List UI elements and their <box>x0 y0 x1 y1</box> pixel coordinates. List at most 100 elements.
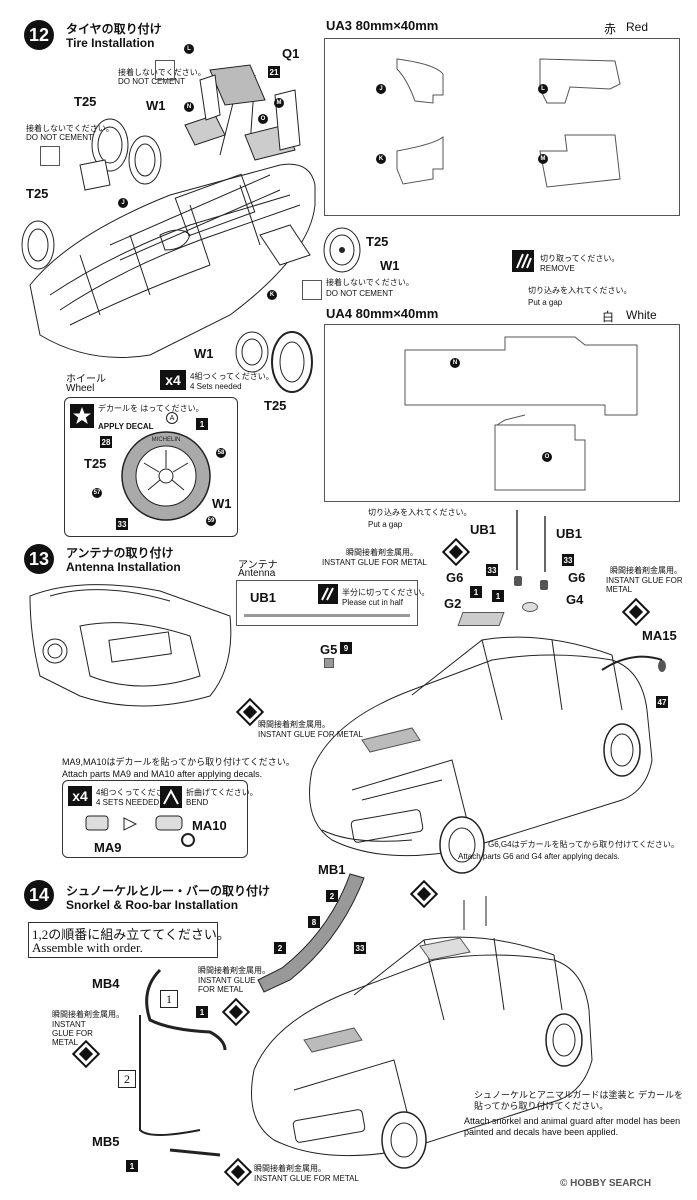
part-57: 57 <box>92 488 102 498</box>
no-cement-note-3-en: DO NOT CEMENT <box>326 289 393 298</box>
label-t25-detail: T25 <box>84 456 107 471</box>
part-j: J <box>118 198 128 208</box>
label-t25-c: T25 <box>366 234 389 249</box>
part-k: K <box>267 290 277 300</box>
part-1: 1 <box>196 418 208 430</box>
antenna-ub1: UB1 <box>250 590 277 605</box>
antenna-rod <box>244 614 410 617</box>
g-note-jp: G6,G4はデカールを貼ってから取り付けてください。 <box>488 840 679 849</box>
watermark: © HOBBY SEARCH <box>560 1178 651 1189</box>
part-58: 58 <box>216 448 226 458</box>
instant-glue-icon <box>441 537 471 567</box>
apply-decal-en: APPLY DECAL <box>98 422 154 431</box>
wheel-label-jp: ホイール <box>66 374 106 385</box>
glue-note-2-en: INSTANT GLUE FOR METAL <box>606 576 683 594</box>
part-1-mb5: 1 <box>126 1160 138 1172</box>
g5-part <box>324 658 334 668</box>
label-mb4: MB4 <box>92 976 120 991</box>
label-g5: G5 <box>320 642 338 657</box>
wheel-and-tire-bottom <box>235 331 313 393</box>
step-2-marker: 2 <box>118 1070 136 1088</box>
watermark-site: HOBBY SEARCH <box>570 1178 652 1189</box>
part-1-b: 1 <box>492 590 504 602</box>
step-13-badge: 13 <box>24 544 54 574</box>
snorkel-part <box>257 873 365 993</box>
glue-14-2-jp: 瞬間接着剤金属用。 <box>52 1010 124 1019</box>
ua4-color-en: White <box>626 308 657 322</box>
no-cement-note-2-en: DO NOT CEMENT <box>26 133 93 142</box>
step-12-title-en: Tire Installation <box>66 36 155 50</box>
part-1-roobar: 1 <box>196 1006 208 1018</box>
roo-bar-parts <box>139 968 227 1157</box>
part-21: 21 <box>268 66 280 78</box>
g-note-en: Attach parts G6 and G4 after applying de… <box>458 852 620 861</box>
sets-needed-jp: 4組つくってください。 <box>190 372 274 381</box>
wheel-label-en: Wheel <box>66 383 95 394</box>
watermark-copyright: © <box>560 1178 568 1189</box>
part-o: O <box>258 114 268 124</box>
label-w1-a: W1 <box>146 98 166 113</box>
glue-14-1-en: INSTANT GLUE FOR METAL <box>198 976 256 994</box>
g6-part-b <box>540 580 548 590</box>
step-13-title-en: Antenna Installation <box>66 560 181 574</box>
glue-14-3-jp: 瞬間接着剤金属用。 <box>254 1164 326 1173</box>
part-8: 8 <box>308 916 320 928</box>
ua3-title: UA3 80mm×40mm <box>326 18 439 33</box>
step-14-badge: 14 <box>24 880 54 910</box>
ua3-part-k: K <box>376 154 386 164</box>
glue-14-2-en: INSTANT GLUE FOR METAL <box>52 1020 93 1047</box>
step-13-title-jp: アンテナの取り付け <box>66 546 174 560</box>
label-w1-b: W1 <box>380 258 400 273</box>
ua3-sheet <box>324 38 680 216</box>
gap2-jp: 切り込みを入れてください。 <box>368 508 472 517</box>
order-en: Assemble with order. <box>32 940 143 955</box>
tire-brand-text: MICHELIN <box>152 437 181 443</box>
x4-badge: x4 <box>68 786 92 806</box>
ua4-color-jp: 白 <box>602 310 615 324</box>
no-cement-note-1-jp: 接着しないでください。 <box>118 68 206 77</box>
part-33-snorkel: 33 <box>354 942 366 954</box>
cut-jp: 半分に切ってください。 <box>342 588 430 597</box>
label-w1-c: W1 <box>194 346 214 361</box>
glue-14-3-en: INSTANT GLUE FOR METAL <box>254 1174 359 1183</box>
label-q1: Q1 <box>282 46 300 61</box>
ma-note-jp: MA9,MA10はデカールを貼ってから取り付けてください。 <box>62 757 295 767</box>
glue-note-3-jp: 瞬間接着剤金属用。 <box>258 720 330 729</box>
glue-note-1-en: INSTANT GLUE FOR METAL <box>322 558 427 567</box>
note-14-en: Attach snorkel and animal guard after mo… <box>464 1116 681 1137</box>
bend-jp: 折曲げてください。 <box>186 788 258 797</box>
order-box <box>28 922 218 958</box>
label-t25-a: T25 <box>74 94 97 109</box>
ua3-part-l: L <box>538 84 548 94</box>
note-14-jp: シュノーケルとアニマルガードは塗装と デカールを貼ってから取り付けてください。 <box>474 1090 684 1111</box>
label-ub1-b: UB1 <box>556 526 583 541</box>
antenna-rod-b <box>544 516 546 572</box>
x4-badge: x4 <box>160 370 186 390</box>
ma15-part <box>658 660 666 672</box>
wheel-detail-box <box>64 397 238 537</box>
part-33-a: 33 <box>486 564 498 576</box>
bend-en: BEND <box>186 798 209 807</box>
ma-sets-en: 4 SETS NEEDED <box>96 798 160 807</box>
antenna-label-en: Antenna <box>238 568 276 579</box>
antenna-label-jp: アンテナ <box>238 560 278 571</box>
cut-en: Please cut in half <box>342 598 403 607</box>
no-cement-icon <box>155 60 175 80</box>
part-n: N <box>184 102 194 112</box>
part-33: 33 <box>116 518 128 530</box>
ua4-part-n: N <box>450 358 460 368</box>
no-cement-note-1-en: DO NOT CEMENT <box>118 77 185 86</box>
step-1-marker: 1 <box>160 990 178 1008</box>
ma-parts-illustration <box>85 815 195 847</box>
car-main-drawing-14 <box>251 896 593 1169</box>
part-9: 9 <box>340 642 352 654</box>
label-ma10: MA10 <box>192 818 227 833</box>
sets-needed-en: 4 Sets needed <box>190 382 242 391</box>
no-cement-note-3-jp: 接着しないでください。 <box>326 278 414 287</box>
glue-note-2-jp: 瞬間接着剤金属用。 <box>610 566 682 575</box>
remove-en: REMOVE <box>540 264 575 273</box>
part-1-a: 1 <box>470 586 482 598</box>
ua3-color-jp: 赤 <box>604 22 617 36</box>
gap1-en: Put a gap <box>528 298 563 307</box>
step-14-title-en: Snorkel & Roo-bar Installation <box>66 898 239 912</box>
